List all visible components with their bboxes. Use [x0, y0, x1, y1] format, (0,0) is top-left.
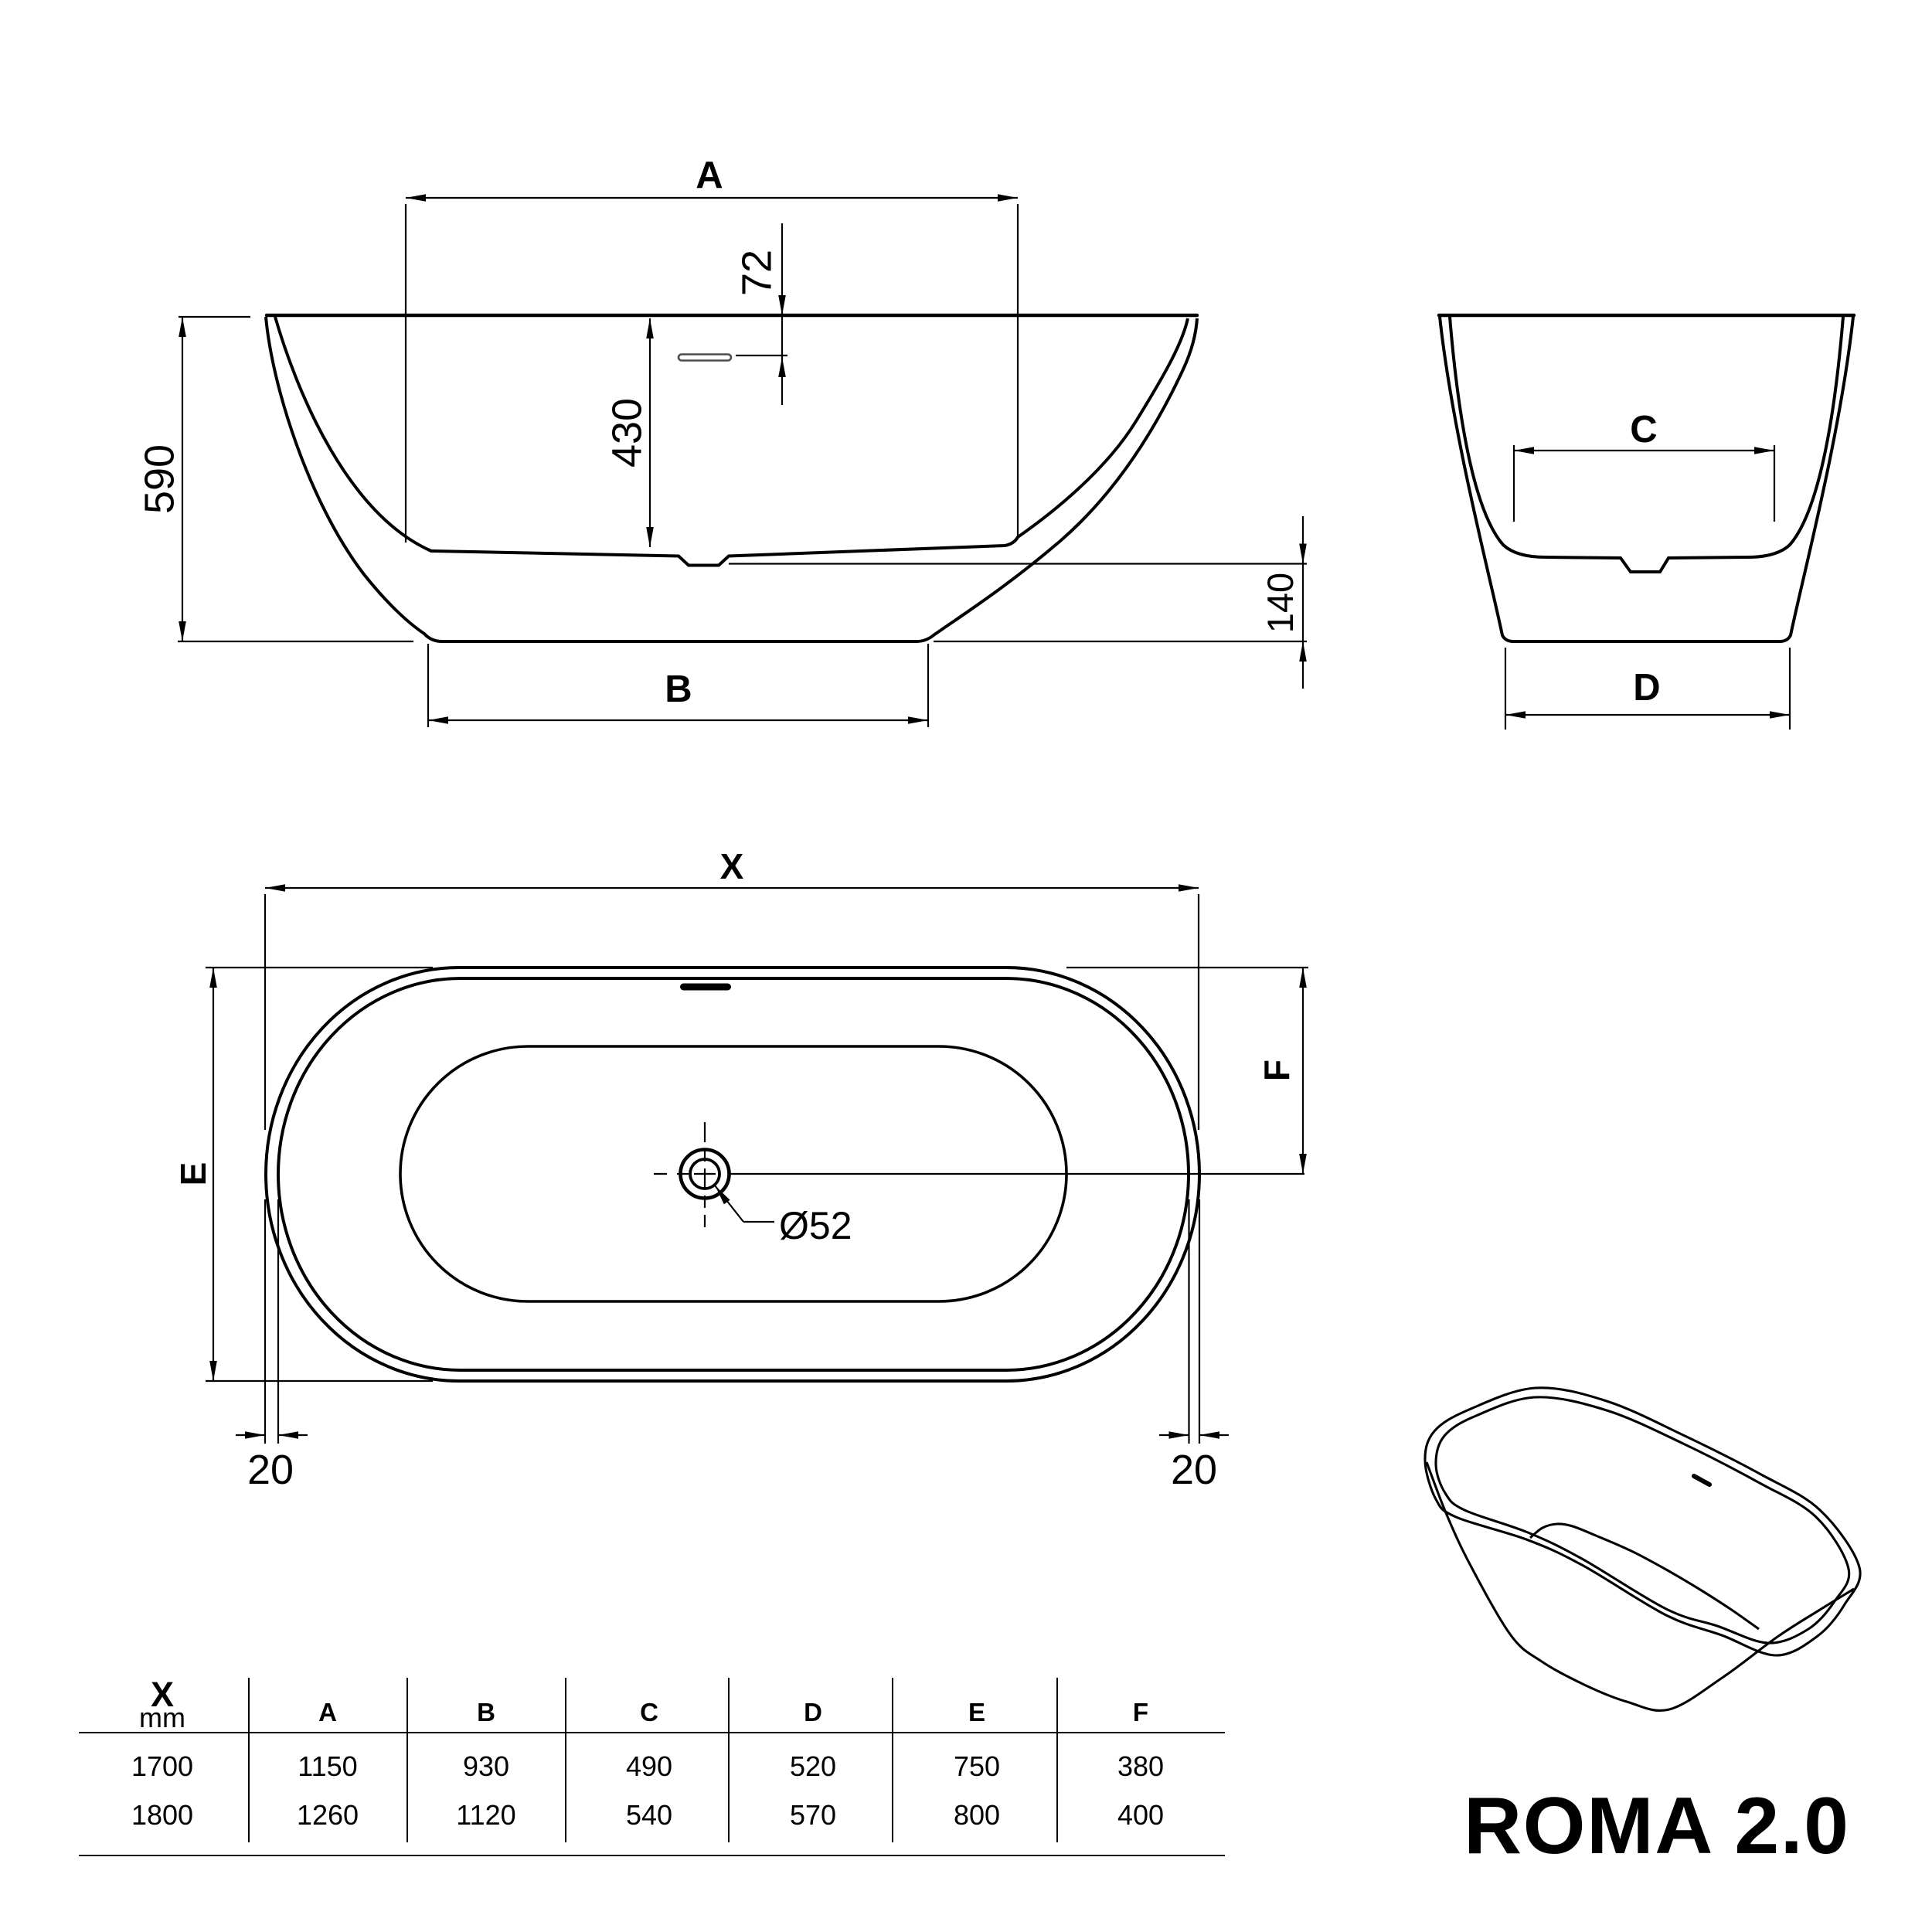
svg-text:540: 540	[626, 1799, 672, 1831]
svg-text:A: A	[318, 1698, 337, 1726]
svg-text:1800: 1800	[131, 1799, 193, 1831]
svg-text:A: A	[696, 155, 723, 196]
svg-text:Ø52: Ø52	[779, 1204, 852, 1247]
svg-text:750: 750	[954, 1750, 1000, 1782]
svg-text:380: 380	[1117, 1750, 1164, 1782]
svg-text:C: C	[640, 1698, 658, 1726]
svg-text:430: 430	[604, 398, 651, 468]
svg-text:1120: 1120	[456, 1799, 515, 1831]
svg-text:ROMA 2.0: ROMA 2.0	[1464, 1781, 1849, 1871]
svg-text:20: 20	[247, 1447, 294, 1493]
svg-text:F: F	[1257, 1060, 1297, 1081]
svg-text:140: 140	[1260, 573, 1301, 633]
svg-text:570: 570	[790, 1799, 836, 1831]
svg-text:X: X	[151, 1675, 174, 1714]
svg-text:800: 800	[954, 1799, 1000, 1831]
svg-text:F: F	[1133, 1698, 1148, 1726]
svg-text:72: 72	[734, 250, 781, 296]
svg-text:C: C	[1630, 409, 1657, 451]
svg-text:490: 490	[626, 1750, 672, 1782]
svg-text:E: E	[968, 1698, 985, 1726]
svg-text:590: 590	[137, 444, 183, 514]
svg-text:520: 520	[790, 1750, 836, 1782]
svg-text:D: D	[804, 1698, 822, 1726]
svg-text:B: B	[665, 668, 692, 710]
svg-text:X: X	[720, 846, 744, 886]
svg-text:mm: mm	[139, 1702, 185, 1733]
svg-text:400: 400	[1117, 1799, 1164, 1831]
svg-text:E: E	[173, 1162, 213, 1186]
svg-text:B: B	[477, 1698, 495, 1726]
svg-text:20: 20	[1171, 1447, 1217, 1493]
svg-text:1150: 1150	[298, 1750, 357, 1782]
svg-text:1700: 1700	[131, 1750, 193, 1782]
svg-text:1260: 1260	[297, 1799, 359, 1831]
svg-text:D: D	[1633, 667, 1660, 709]
svg-text:930: 930	[463, 1750, 509, 1782]
